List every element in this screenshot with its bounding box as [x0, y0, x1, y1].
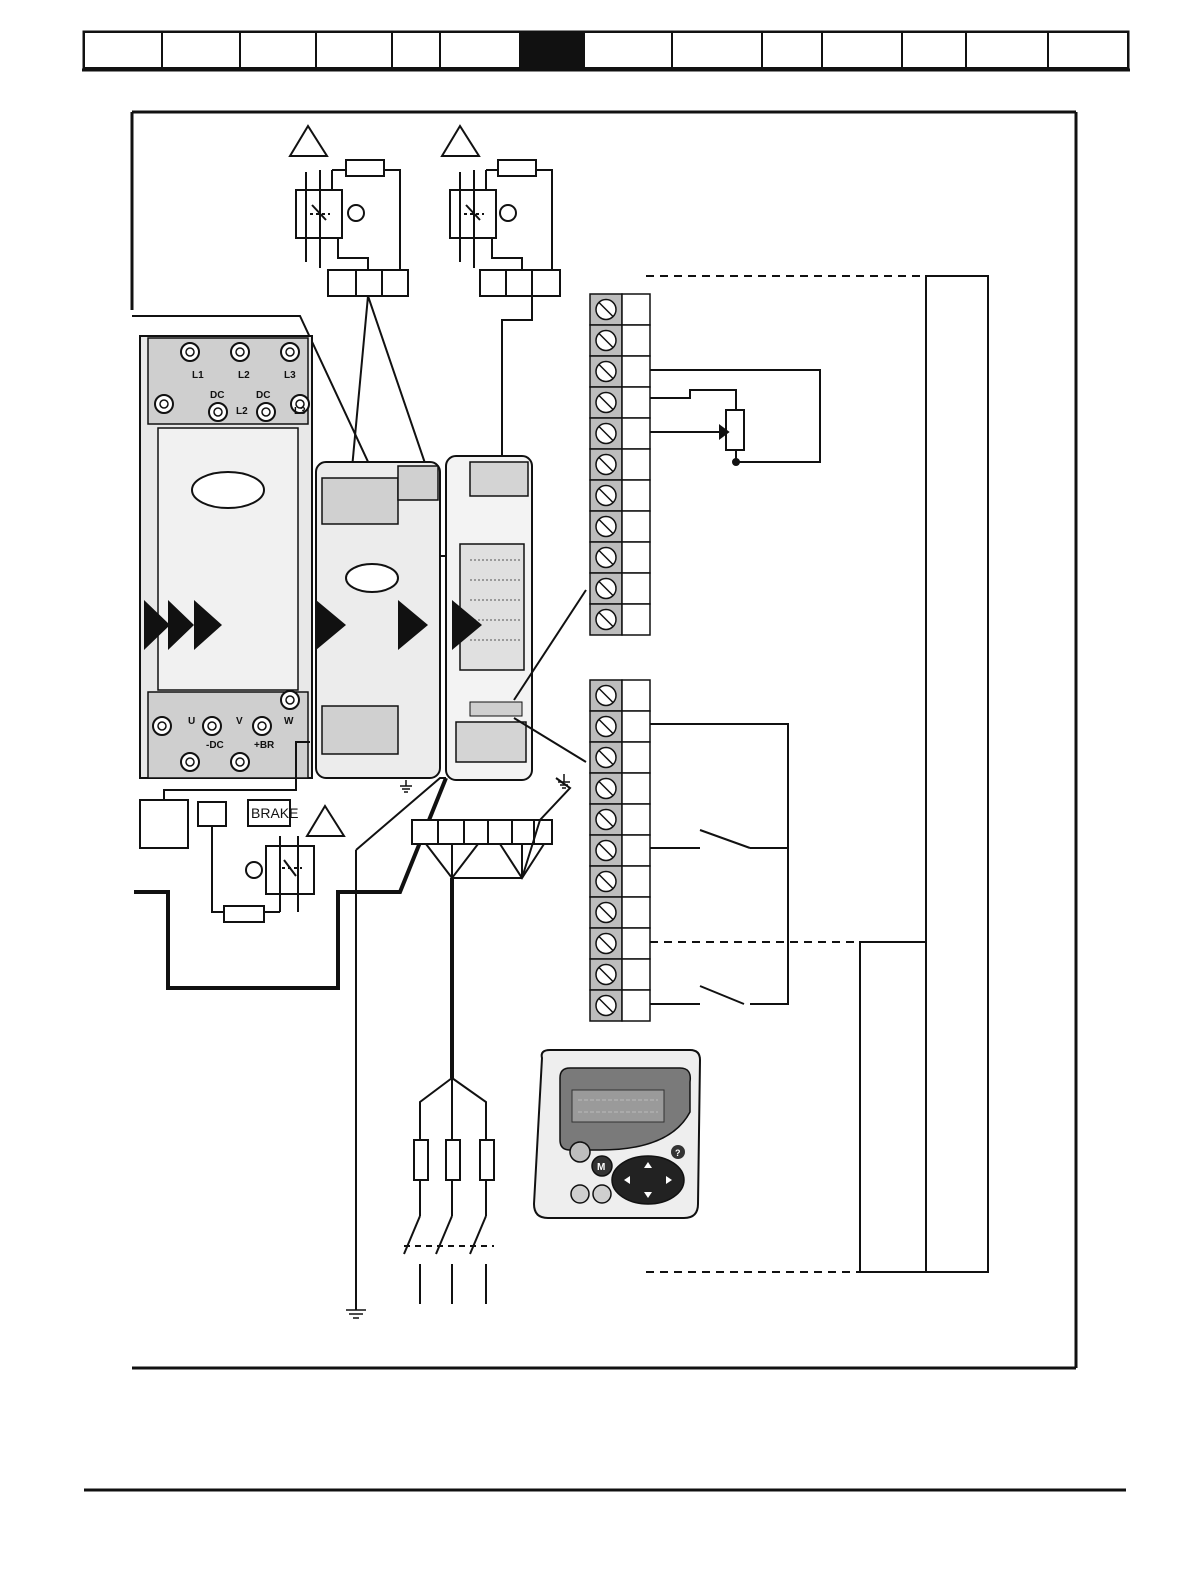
terminal-L3-inner: L3: [294, 406, 306, 417]
terminal-wire-entry: [622, 604, 650, 635]
drive-unit-control: [446, 456, 532, 780]
mode-key-label: M: [597, 1162, 605, 1173]
header-tab: [162, 32, 240, 68]
header-tabs: [84, 32, 1128, 68]
terminal-DC-2: DC: [256, 390, 270, 401]
warning-triangle-icon: [307, 806, 344, 836]
terminal-L2-inner: L2: [236, 406, 248, 417]
terminal-wire-entry: [622, 835, 650, 866]
terminal-wire-entry: [622, 804, 650, 835]
terminal-wire-entry: [622, 325, 650, 356]
terminal-stud: [209, 403, 227, 421]
terminal-L3: L3: [284, 370, 296, 381]
terminal-L1: L1: [192, 370, 204, 381]
terminal-W: W: [284, 716, 294, 727]
terminal-wire-entry: [622, 742, 650, 773]
terminal-wire-entry: [622, 928, 650, 959]
terminal-stud: [181, 753, 199, 771]
warning-triangle-icon: [290, 126, 327, 156]
control-terminal-strip-lower: [590, 680, 650, 1021]
header-tab: [520, 32, 584, 68]
terminal-V: V: [236, 716, 243, 727]
digital-input-switches: [650, 724, 788, 1004]
header-tab: [762, 32, 822, 68]
brake-label: BRAKE: [251, 805, 298, 821]
drive-unit-large: L1 L2 L3 DC DC L2 L3 U V W -DC +BR: [140, 336, 312, 778]
terminal-wire-entry: [622, 680, 650, 711]
header-tab: [240, 32, 316, 68]
keypad-start-reverse-button[interactable]: [593, 1185, 611, 1203]
keypad-start-forward-button[interactable]: [571, 1185, 589, 1203]
keypad-display: [572, 1090, 664, 1122]
terminal-wire-entry: [622, 542, 650, 573]
terminal-stud: [257, 403, 275, 421]
terminal-stud: [281, 691, 299, 709]
terminal-wire-entry: [622, 511, 650, 542]
header-tab: [84, 32, 162, 68]
keypad[interactable]: M ?: [534, 1050, 700, 1218]
header-tab: [440, 32, 520, 68]
terminal-U: U: [188, 716, 195, 727]
terminal-stud: [181, 343, 199, 361]
terminal-plus-BR: +BR: [254, 740, 275, 751]
terminal-wire-entry: [622, 573, 650, 604]
potentiometer: [650, 370, 820, 465]
warning-triangle-icon: [442, 126, 479, 156]
header-tab: [316, 32, 392, 68]
terminal-wire-entry: [622, 711, 650, 742]
terminal-wire-entry: [622, 449, 650, 480]
terminal-wire-entry: [622, 773, 650, 804]
header-tab: [392, 32, 440, 68]
terminal-stud: [153, 717, 171, 735]
terminal-stud: [281, 343, 299, 361]
terminal-wire-entry: [622, 480, 650, 511]
header-tab: [672, 32, 762, 68]
keypad-stop-button[interactable]: [570, 1142, 590, 1162]
header-tab: [584, 32, 672, 68]
thermal-circuit-2: [442, 126, 560, 296]
thermal-circuit-1: [290, 126, 408, 296]
output-connector: [356, 778, 570, 1310]
terminal-stud: [231, 753, 249, 771]
terminal-wire-entry: [622, 387, 650, 418]
ground-icon: [346, 1310, 366, 1318]
terminal-wire-entry: [622, 897, 650, 928]
header-tab: [822, 32, 902, 68]
terminal-wire-entry: [622, 959, 650, 990]
header-tab: [966, 32, 1048, 68]
terminal-stud: [155, 395, 173, 413]
terminal-DC-1: DC: [210, 390, 224, 401]
terminal-wire-entry: [622, 418, 650, 449]
supply-fuses: [404, 1078, 494, 1304]
terminal-stud: [231, 343, 249, 361]
terminal-wire-entry: [622, 294, 650, 325]
header-tab-bar: [82, 32, 1130, 70]
terminal-wire-entry: [622, 356, 650, 387]
help-key-label: ?: [675, 1148, 681, 1158]
terminal-minus-DC: -DC: [206, 740, 224, 751]
terminal-L2: L2: [238, 370, 250, 381]
terminal-wire-entry: [622, 866, 650, 897]
control-terminal-strip-upper: [590, 294, 650, 635]
terminal-wire-entry: [622, 990, 650, 1021]
terminal-stud: [203, 717, 221, 735]
header-tab: [902, 32, 966, 68]
drive-unit-middle: [316, 462, 440, 778]
terminal-stud: [253, 717, 271, 735]
header-tab: [1048, 32, 1128, 68]
